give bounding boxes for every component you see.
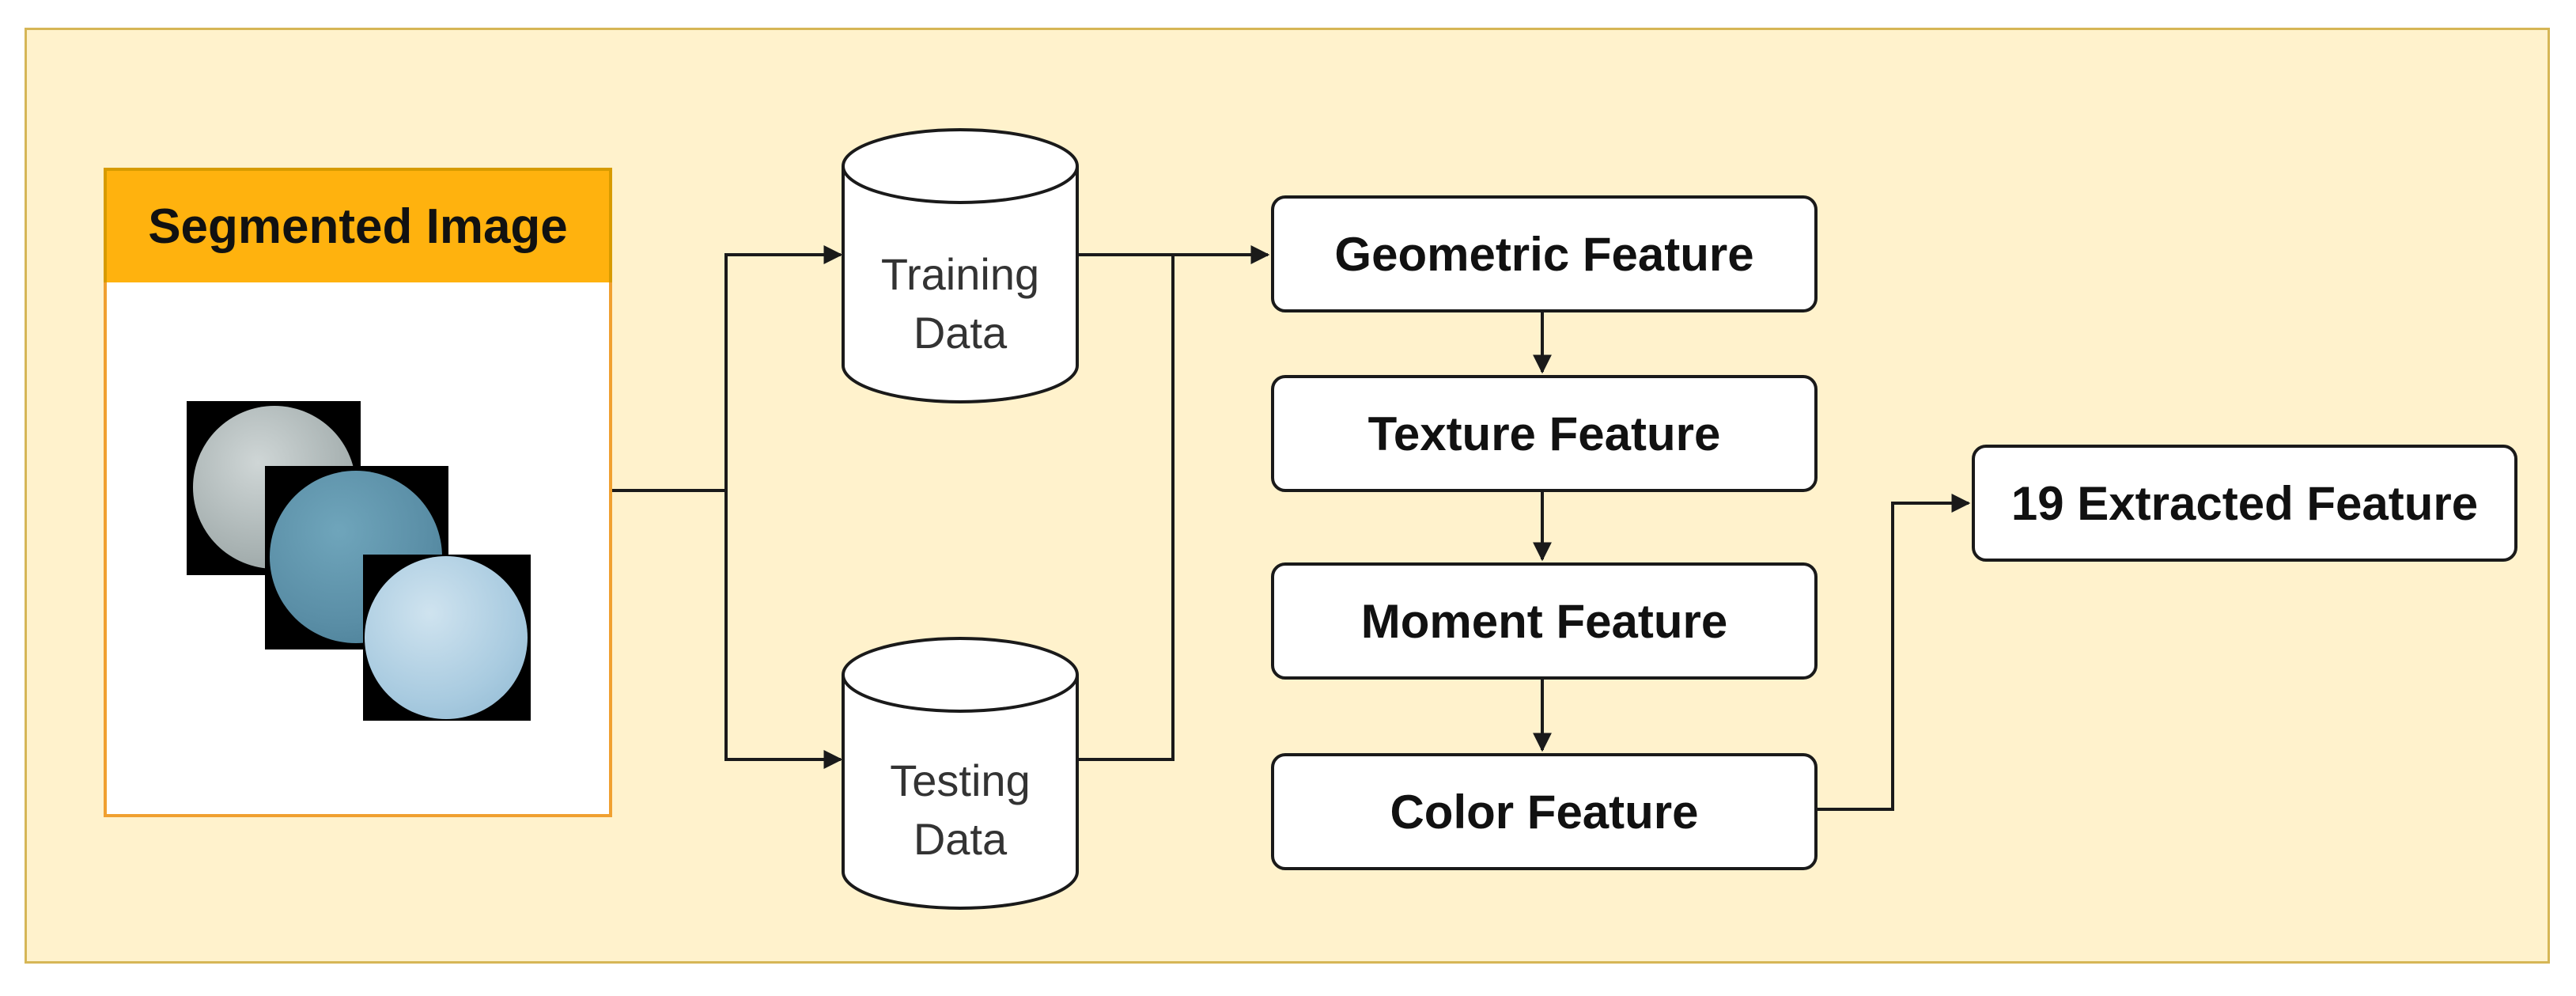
segmented-image-panel — [104, 282, 612, 817]
node-moment-feature: Moment Feature — [1271, 562, 1818, 680]
node-color-feature: Color Feature — [1271, 753, 1818, 870]
database-testing-label: Testing Data — [843, 752, 1077, 869]
arrow-color-to-output — [1816, 494, 1971, 811]
database-testing-icon — [842, 637, 1079, 910]
database-testing-line1: Testing — [890, 756, 1031, 805]
database-training-icon — [842, 128, 1079, 403]
node-texture-feature: Texture Feature — [1271, 375, 1818, 492]
node-extracted-features-output: 19 Extracted Feature — [1972, 445, 2517, 562]
database-training-line2: Data — [913, 308, 1008, 358]
database-training-line1: Training — [880, 249, 1040, 299]
arrow-to-training — [724, 245, 843, 490]
database-testing-line2: Data — [913, 814, 1008, 864]
connector-testing-merge — [1078, 255, 1175, 761]
segmented-sample-image-3 — [363, 555, 531, 721]
node-geometric-feature: Geometric Feature — [1271, 195, 1818, 312]
arrow-to-testing — [724, 490, 843, 769]
database-training-label: Training Data — [843, 245, 1077, 362]
segmented-image-title: Segmented Image — [104, 168, 612, 286]
